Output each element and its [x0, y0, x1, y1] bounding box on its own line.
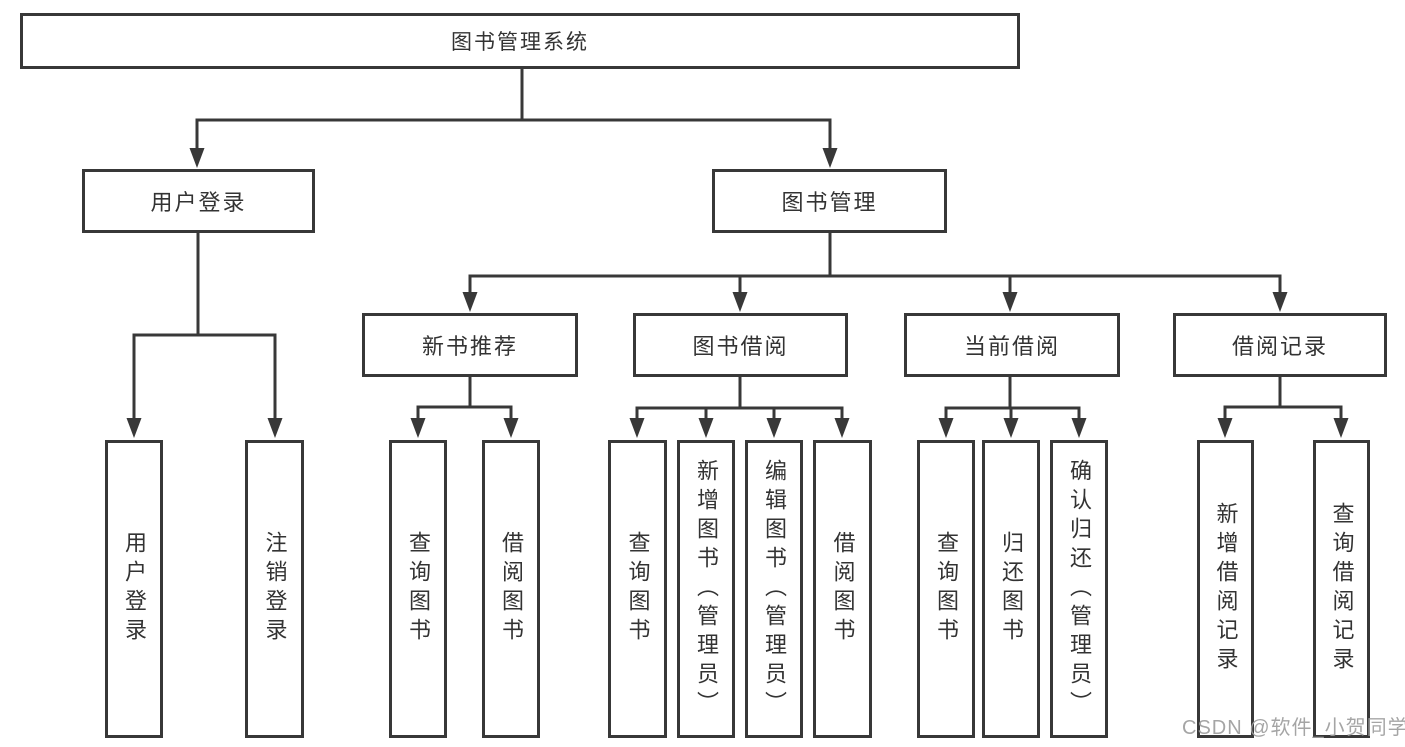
leaf-cur-return-books: 归还图书: [982, 440, 1040, 738]
leaf-query-borrow-record: 查询借阅记录: [1313, 440, 1370, 738]
leaf-label: 编辑图书（管理员）: [762, 458, 787, 720]
leaf-label: 借阅图书: [830, 531, 856, 647]
node-user-login: 用户登录: [82, 169, 315, 233]
node-book-borrowing: 图书借阅: [633, 313, 848, 377]
leaf-cur-confirm-return-admin: 确认归还（管理员）: [1050, 440, 1108, 738]
leaf-label: 查询借阅记录: [1329, 502, 1355, 676]
leaf-rec-query-books: 查询图书: [389, 440, 447, 738]
leaf-borrow-borrow-books: 借阅图书: [813, 440, 872, 738]
node-book-management: 图书管理: [712, 169, 947, 233]
leaf-borrow-edit-books-admin: 编辑图书（管理员）: [745, 440, 803, 738]
leaf-label: 注销登录: [262, 531, 288, 647]
leaf-add-borrow-record: 新增借阅记录: [1197, 440, 1254, 738]
leaf-label: 查询图书: [934, 531, 959, 647]
leaf-logout: 注销登录: [245, 440, 304, 738]
node-root: 图书管理系统: [20, 13, 1020, 69]
leaf-borrow-query-books: 查询图书: [608, 440, 667, 738]
node-current-borrowing: 当前借阅: [904, 313, 1120, 377]
leaf-label: 新增借阅记录: [1213, 502, 1239, 676]
leaf-label: 查询图书: [625, 531, 651, 647]
leaf-label: 归还图书: [999, 531, 1024, 647]
leaf-borrow-add-books-admin: 新增图书（管理员）: [677, 440, 735, 738]
leaf-label: 用户登录: [122, 531, 147, 647]
leaf-label: 查询图书: [406, 531, 431, 647]
leaf-label: 新增图书（管理员）: [694, 458, 719, 720]
leaf-label: 借阅图书: [499, 531, 524, 647]
csdn-watermark: CSDN @软件_小贺同学: [1182, 717, 1405, 739]
node-borrowing-records: 借阅记录: [1173, 313, 1387, 377]
leaf-cur-query-books: 查询图书: [917, 440, 975, 738]
leaf-rec-borrow-books: 借阅图书: [482, 440, 540, 738]
node-new-book-recommend: 新书推荐: [362, 313, 578, 377]
leaf-user-login: 用户登录: [105, 440, 163, 738]
leaf-label: 确认归还（管理员）: [1067, 458, 1092, 720]
